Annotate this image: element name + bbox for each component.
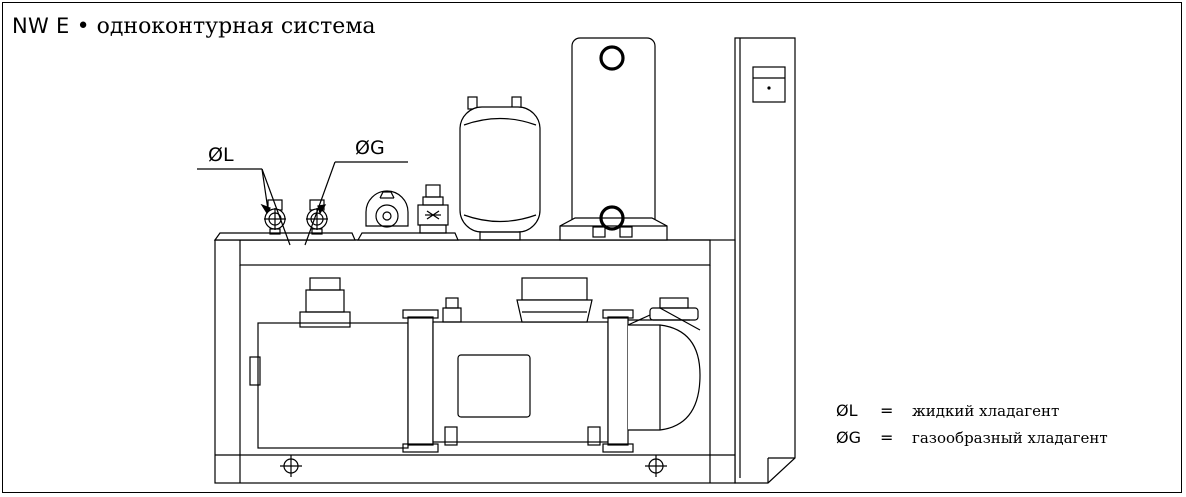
legend-description: жидкий хладагент	[912, 402, 1059, 420]
liquid-port-label: ØL	[208, 144, 234, 166]
legend-symbol: ØL	[836, 401, 858, 420]
plate-heat-exchanger	[559, 37, 668, 241]
legend-equals: =	[880, 428, 893, 447]
electrical-cabinet	[734, 37, 796, 484]
legend-row-liquid: ØL = жидкий хладагент	[836, 401, 1059, 420]
label-leaders	[197, 161, 408, 246]
compressor-assembly	[249, 277, 701, 453]
legend-symbol: ØG	[836, 428, 861, 447]
legend-equals: =	[880, 401, 893, 420]
gas-port-label: ØG	[355, 137, 385, 159]
cabinet-display	[752, 66, 786, 103]
title-bullet: •	[76, 14, 90, 39]
title-prefix: NW E	[12, 14, 70, 38]
diagram-title: NW E • одноконтурная система	[12, 14, 376, 39]
legend-description: газообразный хладагент	[912, 429, 1108, 447]
title-text: одноконтурная система	[96, 14, 376, 39]
liquid-valve	[264, 199, 286, 235]
solenoid-valve	[417, 184, 449, 234]
mounting-hole-right	[645, 455, 667, 477]
legend-row-gas: ØG = газообразный хладагент	[836, 428, 1108, 447]
mounting-hole-left	[280, 455, 302, 477]
legend: ØL = жидкий хладагент ØG = газообразный …	[836, 401, 1108, 447]
top-plates	[213, 232, 459, 241]
liquid-receiver	[459, 96, 541, 241]
sight-glass	[365, 190, 409, 228]
